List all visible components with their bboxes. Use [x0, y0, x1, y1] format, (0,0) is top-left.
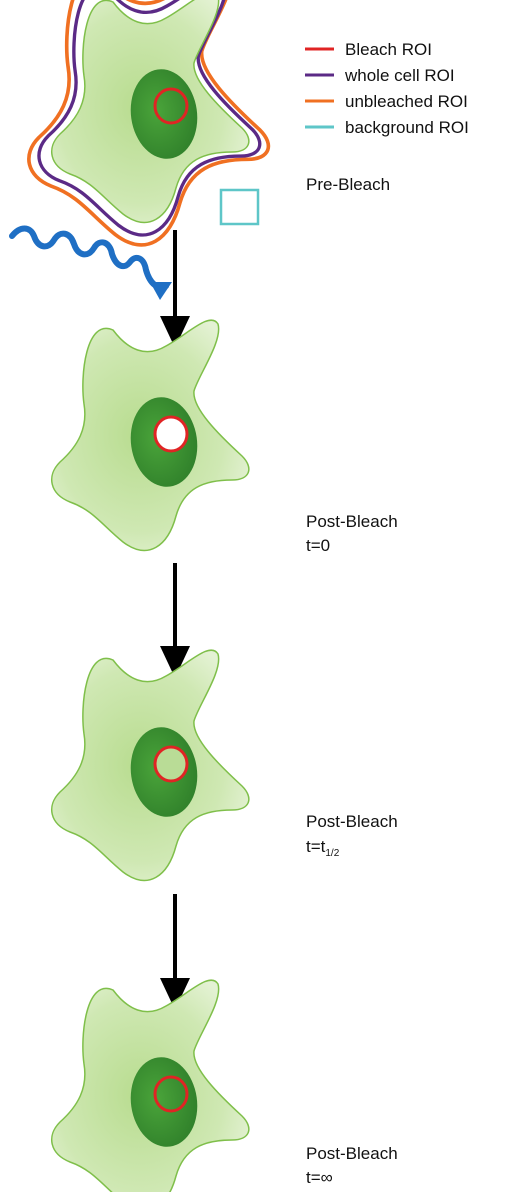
legend: Bleach ROI whole cell ROI unbleached ROI… — [305, 40, 469, 137]
stage-label-post-bleach-3: Post-Bleach — [306, 1144, 398, 1163]
stage-label-post-bleach-1: Post-Bleach — [306, 512, 398, 531]
cell-post-bleach-thalf — [52, 650, 249, 880]
wavy-laser-arrow-icon — [12, 229, 172, 301]
stage-label-pre-bleach: Pre-Bleach — [306, 175, 390, 194]
bleach-roi-circle — [155, 417, 187, 451]
background-roi-square — [221, 190, 258, 224]
stage-time-tinf: t=∞ — [306, 1168, 333, 1187]
bleach-roi-circle — [155, 747, 187, 781]
stage-time-subscript: 1/2 — [325, 848, 339, 859]
stage-time-t0: t=0 — [306, 536, 330, 555]
stage-label-post-bleach-2: Post-Bleach — [306, 812, 398, 831]
cell-post-bleach-t0 — [52, 320, 249, 550]
down-arrow-icon — [160, 563, 190, 678]
cell-post-bleach-tinf — [52, 980, 249, 1192]
legend-label-unbleached-roi: unbleached ROI — [345, 92, 468, 111]
stage-time-thalf: t=t1/2 — [306, 837, 340, 859]
legend-label-background-roi: background ROI — [345, 118, 469, 137]
legend-label-bleach-roi: Bleach ROI — [345, 40, 432, 59]
legend-label-whole-cell-roi: whole cell ROI — [344, 66, 455, 85]
cell-pre-bleach — [29, 0, 269, 245]
stage-time-prefix: t=t — [306, 837, 326, 856]
